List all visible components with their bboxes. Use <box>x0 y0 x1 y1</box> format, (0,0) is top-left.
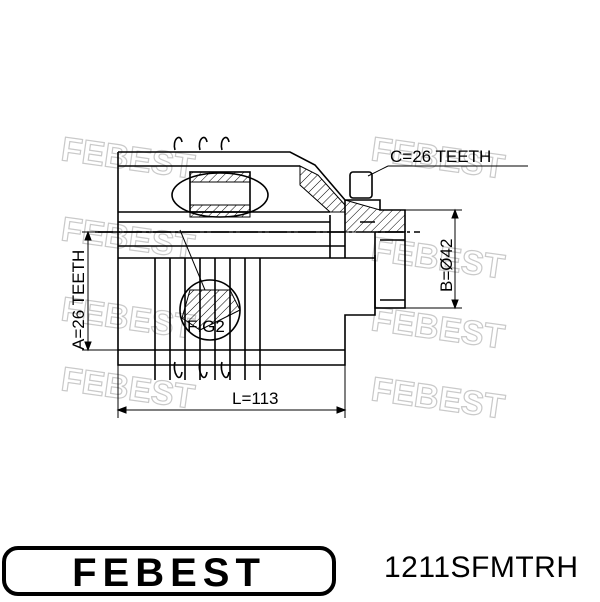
label-length-l: L=113 <box>232 389 278 408</box>
label-fig: FIG2 <box>187 317 225 336</box>
dimension-labels: C=26 TEETH B=Ø42 A=26 TEETH L=113 FIG2 <box>69 147 491 408</box>
label-diameter-b: B=Ø42 <box>437 239 456 292</box>
label-teeth-a: A=26 TEETH <box>69 250 88 350</box>
watermark-7: FEBEST <box>59 360 197 416</box>
cv-joint-drawing: FEBEST FEBEST FEBEST FEBEST FEBEST FEBES… <box>58 130 528 427</box>
watermark-8: FEBEST <box>369 370 507 426</box>
hatched-sections <box>181 165 406 331</box>
label-teeth-c: C=26 TEETH <box>390 147 491 166</box>
dimension-lines <box>82 165 528 418</box>
logo-text: FEBEST <box>72 551 266 595</box>
part-number: 1211SFMTRH <box>384 551 579 584</box>
febest-logo: FEBEST <box>2 546 336 596</box>
